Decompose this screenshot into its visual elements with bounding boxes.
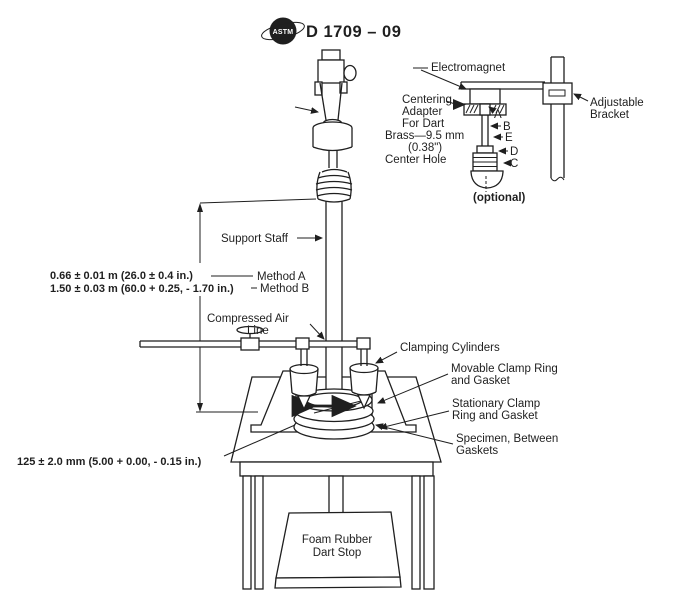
- compressed-air-label-line2: Line: [247, 325, 269, 337]
- compressed-air-label-line1: Compressed Air: [207, 313, 289, 325]
- pipe-elbow: [295, 337, 310, 350]
- electromagnet-label: Electromagnet: [431, 62, 506, 74]
- stationary-ring-leader: [379, 410, 450, 430]
- part-label-a: A: [494, 109, 502, 121]
- brass-inches-label: (0.38"): [408, 142, 442, 154]
- trigger-lever: [294, 106, 319, 114]
- dart-collar: [312, 118, 353, 152]
- method-a-label: Method A: [257, 271, 306, 283]
- electromagnet-inset: Electromagnet Centering Adapter For Dart…: [385, 56, 644, 204]
- table-leg: [242, 475, 252, 590]
- support-staff: [325, 201, 343, 391]
- part-label-d: D: [510, 146, 518, 158]
- support-arm: [460, 81, 545, 90]
- specimen-diameter-leader: [223, 424, 296, 457]
- compressed-air-leader: [309, 323, 325, 340]
- specimen-label-line1: Specimen, Between: [456, 433, 558, 445]
- method-b-label: Method B: [260, 283, 310, 295]
- dart-cap: [476, 145, 494, 154]
- release-knob: [343, 64, 357, 82]
- astm-logo-text: ASTM: [273, 29, 294, 36]
- support-staff-label: Support Staff: [221, 233, 289, 245]
- adjustable-bracket-label-line1: Adjustable: [590, 97, 644, 109]
- dart-head: [470, 170, 504, 189]
- clamping-cylinders-leader: [375, 351, 398, 364]
- foam-dart-stop: Foam Rubber Dart Stop: [274, 511, 402, 589]
- air-valve: [236, 325, 264, 351]
- brass-label: Brass—9.5 mm: [385, 130, 464, 142]
- inset-dart: [470, 115, 504, 192]
- specimen-label-line2: Gaskets: [456, 445, 498, 457]
- pipe-elbow: [356, 337, 371, 350]
- centering-adapter-arrow: [453, 99, 466, 110]
- table-apron: [239, 461, 434, 477]
- method-a-dimension: 0.66 ± 0.01 m (26.0 ± 0.4 in.): [50, 270, 193, 282]
- specimen-diameter-dimension: 125 ± 2.0 mm (5.00 + 0.00, - 0.15 in.): [17, 456, 202, 468]
- drop-height-dimension: [196, 198, 317, 413]
- adjustable-bracket: [542, 82, 573, 105]
- table-leg: [254, 475, 264, 590]
- table-leg: [411, 475, 421, 590]
- foam-label-line1: Foam Rubber: [302, 534, 372, 546]
- mounting-post: [550, 56, 565, 182]
- clamping-cylinders-label: Clamping Cylinders: [400, 342, 500, 354]
- centering-adapter-label-line3: For Dart: [402, 118, 445, 130]
- drop-dart: [315, 151, 353, 203]
- part-label-c: C: [510, 158, 518, 170]
- clamping-cylinder-right: [349, 362, 379, 410]
- stationary-ring-label-line1: Stationary Clamp: [452, 398, 540, 410]
- dart-release-mechanism: [294, 49, 357, 121]
- standard-designation: D 1709 – 09: [306, 23, 401, 41]
- electromagnet-leader: [420, 69, 467, 90]
- foam-label-line2: Dart Stop: [313, 547, 362, 559]
- centering-adapter-label-line2: Adapter: [402, 106, 442, 118]
- valve-handle: [236, 325, 264, 335]
- part-label-b: B: [503, 121, 511, 133]
- method-b-dimension: 1.50 ± 0.03 m (60.0 + 0.25, - 1.70 in.): [50, 283, 234, 295]
- astm-logo: ASTM: [261, 17, 305, 45]
- electromagnet-block: [469, 88, 501, 105]
- optional-note: (optional): [473, 192, 526, 204]
- center-hole-label: Center Hole: [385, 154, 446, 166]
- adjustable-bracket-label-line2: Bracket: [590, 109, 630, 121]
- header: ASTM D 1709 – 09: [261, 17, 401, 45]
- movable-ring-leader: [377, 373, 449, 404]
- stationary-ring-label-line2: Ring and Gasket: [452, 410, 538, 422]
- movable-ring-label-line2: and Gasket: [451, 375, 511, 387]
- movable-ring-label-line1: Movable Clamp Ring: [451, 363, 558, 375]
- staff-base-column: [328, 475, 344, 519]
- part-label-e: E: [505, 132, 513, 144]
- clamping-cylinder-left: [289, 363, 319, 411]
- adjustable-bracket-leader: [573, 93, 589, 102]
- table-leg: [423, 475, 435, 590]
- specimen-leader: [375, 423, 454, 445]
- centering-adapter-label-line1: Centering: [402, 94, 452, 106]
